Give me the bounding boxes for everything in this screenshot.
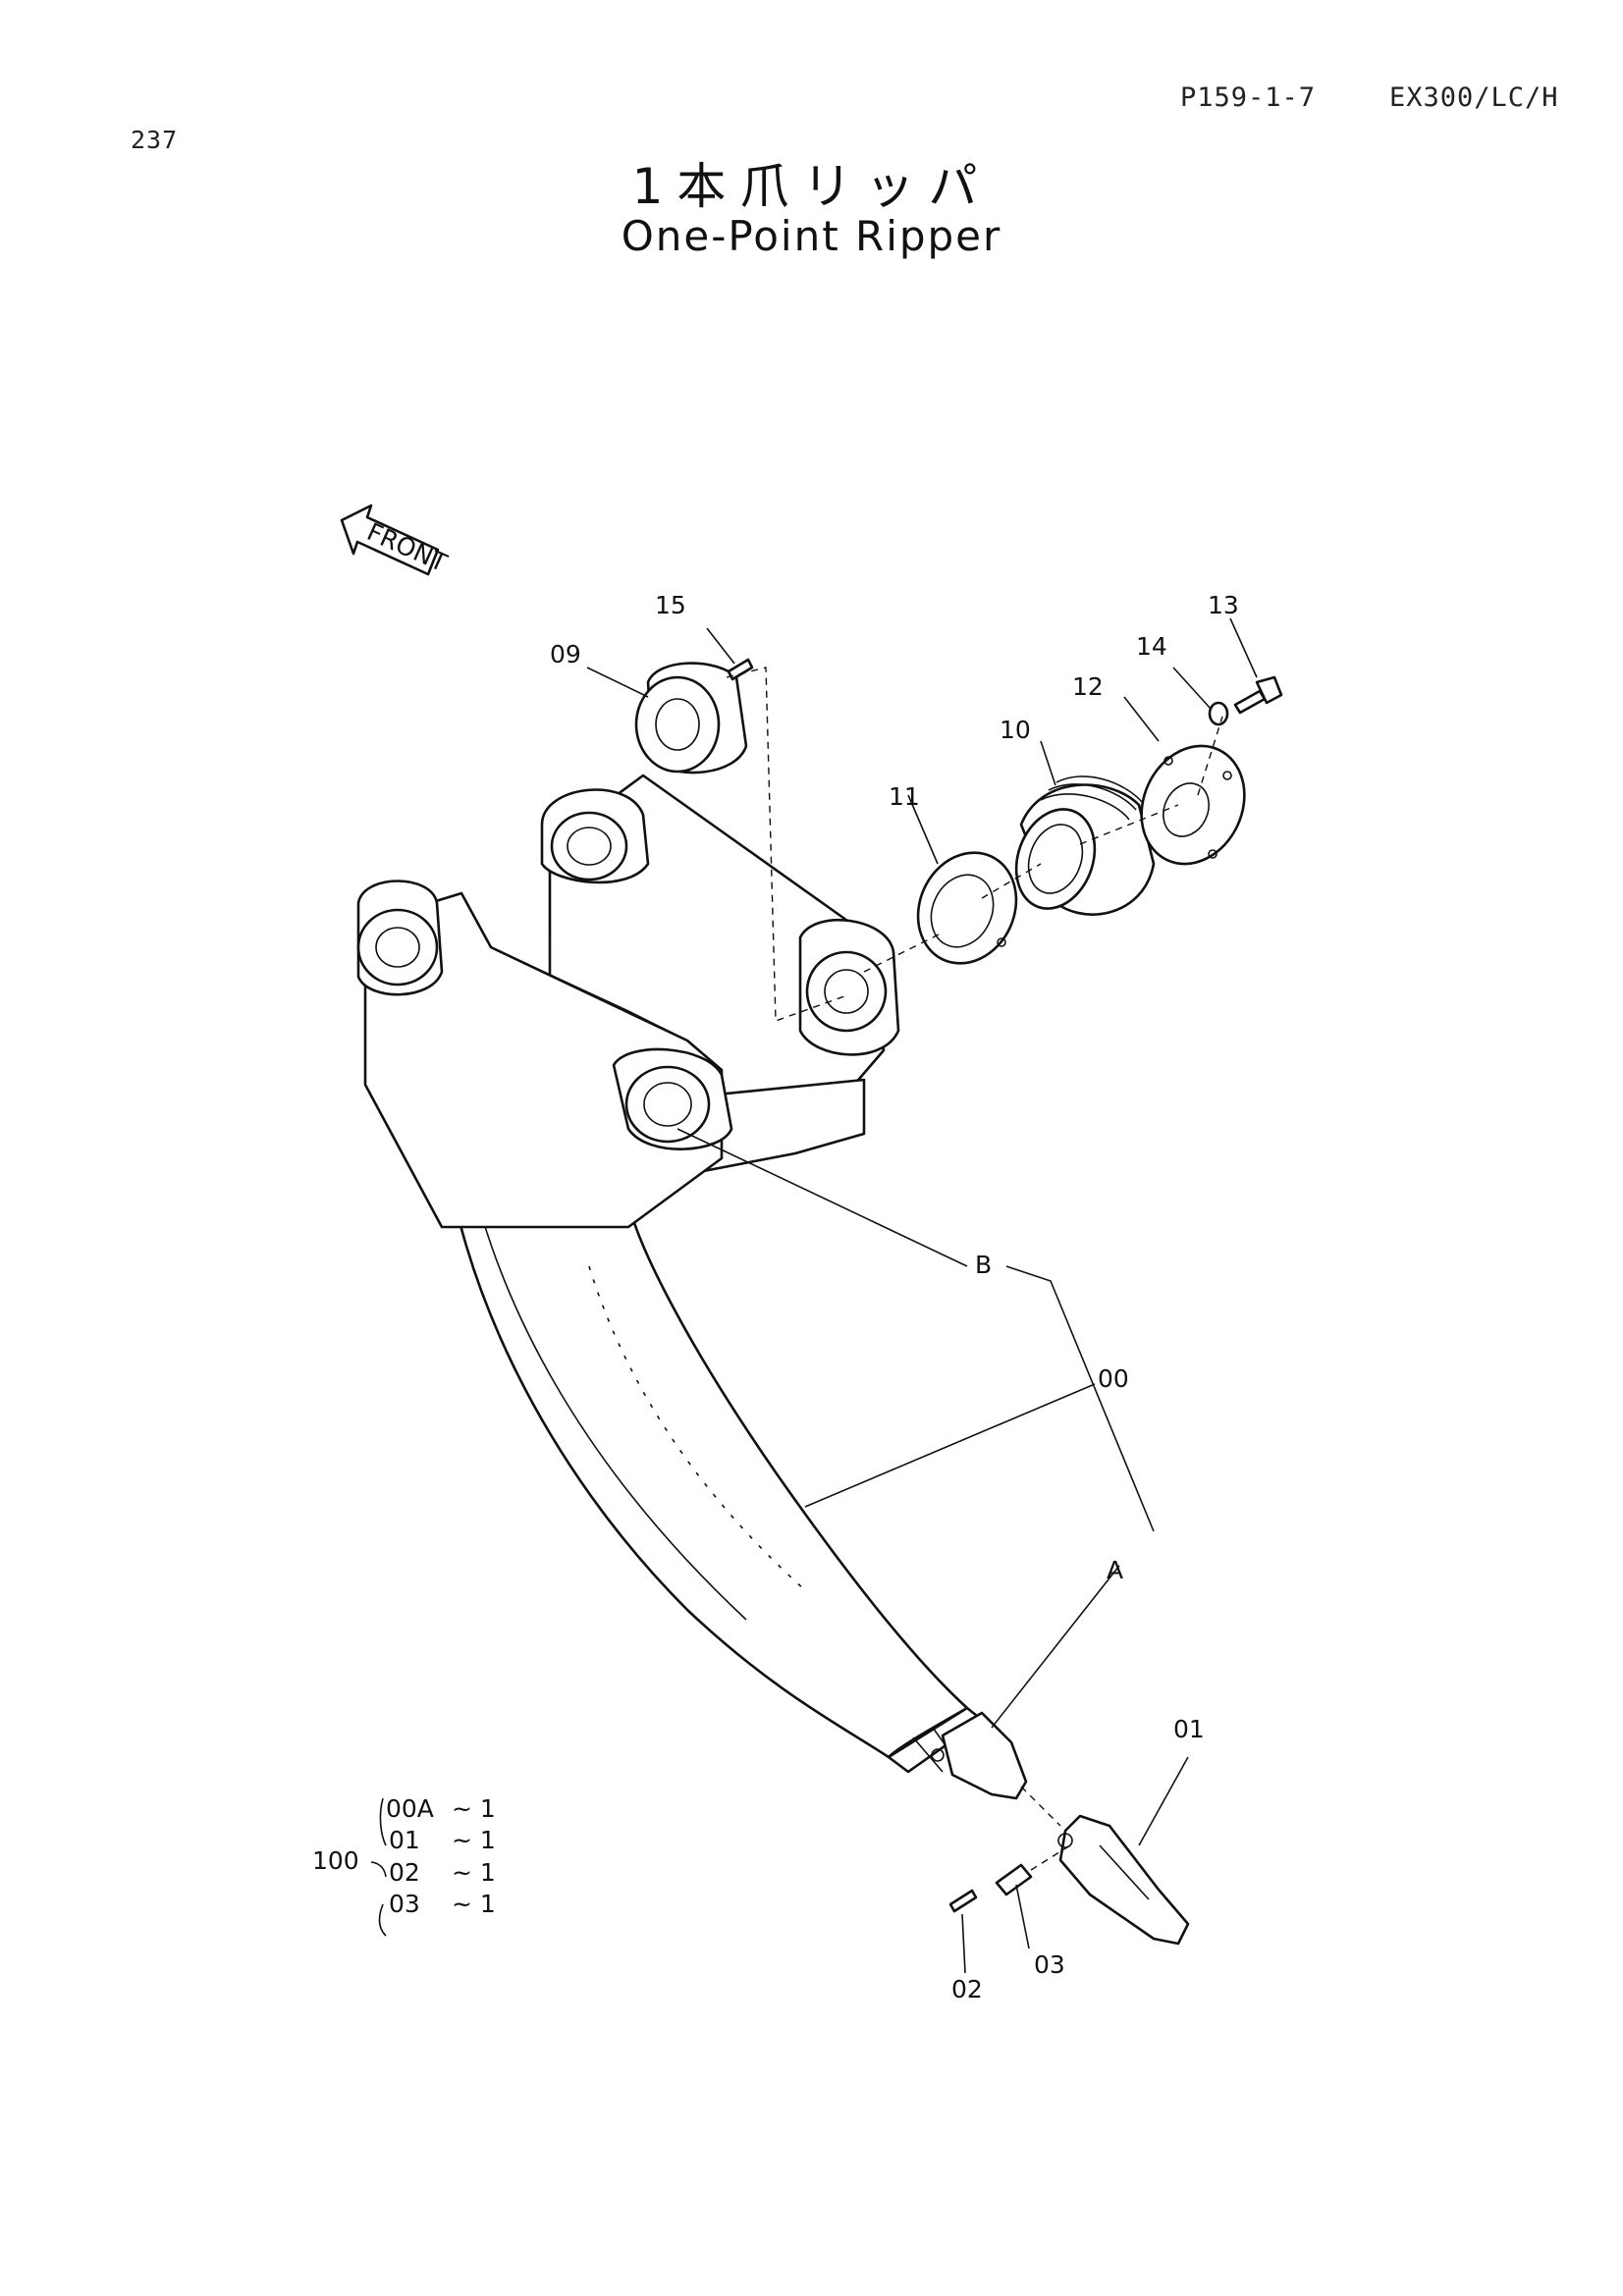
kit-row-3-qty: ~ 1 bbox=[452, 1890, 496, 1918]
mounting-bracket bbox=[356, 774, 900, 1229]
callout-15: 15 bbox=[655, 591, 686, 619]
callout-11: 11 bbox=[889, 782, 920, 811]
callout-12: 12 bbox=[1072, 672, 1104, 701]
kit-row-2-part: 02 bbox=[389, 1858, 420, 1887]
callout-13: 13 bbox=[1208, 591, 1239, 619]
callout-10: 10 bbox=[1000, 716, 1031, 744]
part-09-bushing bbox=[634, 662, 748, 774]
callout-09: 09 bbox=[550, 640, 581, 668]
front-label: FRONT bbox=[363, 517, 452, 578]
page-code: P159-1-7 bbox=[1180, 82, 1317, 113]
part-01-tooth bbox=[1057, 1814, 1190, 1946]
leader-lines bbox=[586, 617, 1258, 1974]
assembly-lines bbox=[726, 667, 1223, 1871]
part-03-sleeve bbox=[995, 1863, 1033, 1896]
callout-B: B bbox=[975, 1251, 992, 1279]
callout-01: 01 bbox=[1173, 1715, 1205, 1743]
part-10-shim-stack bbox=[1014, 775, 1156, 916]
kit-row-3-part: 03 bbox=[389, 1890, 420, 1918]
kit-row-0-part: 00A bbox=[386, 1794, 434, 1823]
front-direction-arrow: FRONT bbox=[340, 504, 452, 578]
kit-composition: 100 00A ~ 1 01 ~ 1 02 ~ 1 03 ~ 1 bbox=[312, 1794, 496, 1937]
kit-row-1-part: 01 bbox=[389, 1826, 420, 1854]
callout-A: A bbox=[1107, 1556, 1123, 1584]
callout-03: 03 bbox=[1034, 1950, 1065, 1979]
page-title-english: One-Point Ripper bbox=[621, 212, 1002, 260]
part-02-lock-pin bbox=[948, 1889, 978, 1913]
kit-number: 100 bbox=[312, 1846, 359, 1875]
part-14-washer bbox=[1208, 701, 1229, 726]
ripper-shank bbox=[438, 1090, 1028, 1800]
kit-row-0-qty: ~ 1 bbox=[452, 1794, 496, 1823]
callout-14: 14 bbox=[1136, 632, 1167, 661]
model-code: EX300/LC/H bbox=[1389, 82, 1559, 113]
callout-02: 02 bbox=[951, 1975, 983, 2003]
part-13-bolt bbox=[1233, 675, 1283, 715]
page-number: 237 bbox=[131, 126, 179, 154]
part-11-seal-ring bbox=[916, 851, 1018, 965]
kit-row-1-qty: ~ 1 bbox=[452, 1826, 496, 1854]
kit-row-2-qty: ~ 1 bbox=[452, 1858, 496, 1887]
part-12-flange bbox=[1140, 744, 1246, 866]
page-title-japanese: 1本爪リッパ bbox=[631, 158, 992, 215]
callout-00: 00 bbox=[1098, 1364, 1129, 1393]
